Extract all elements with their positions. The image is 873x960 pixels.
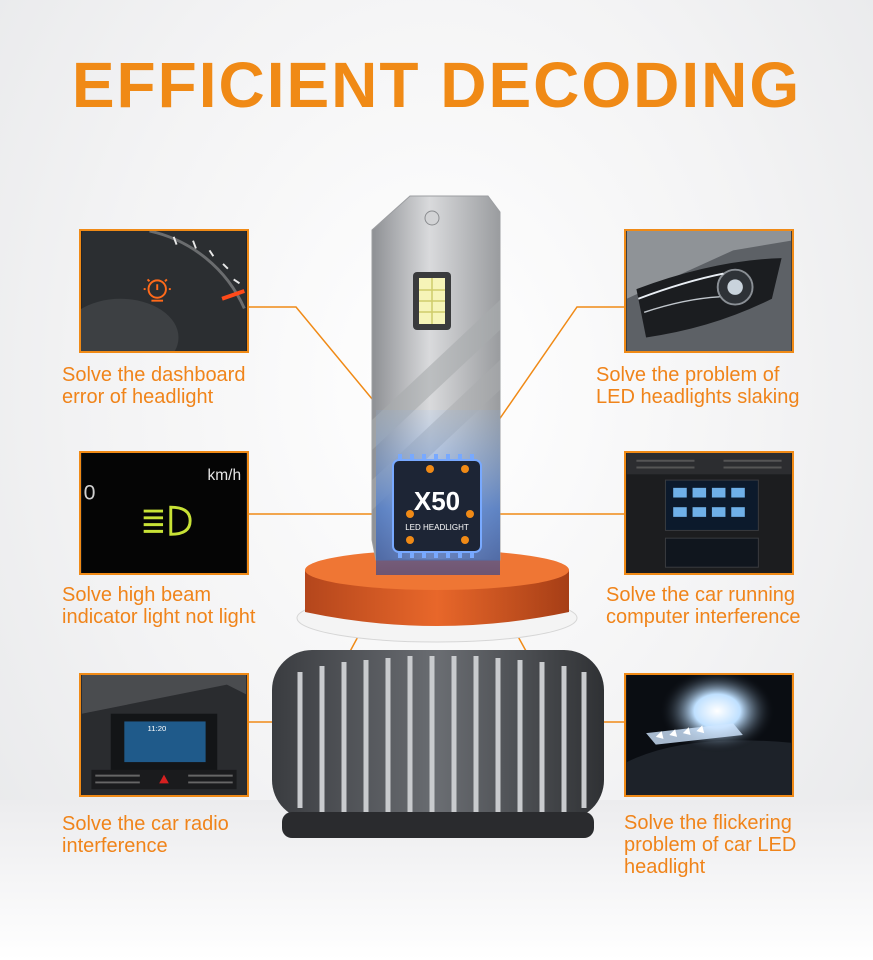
panel-car-radio: 11:20 (79, 673, 249, 797)
caption-high-beam: Solve high beam indicator light not ligh… (62, 584, 256, 628)
chip-brand: X50 (414, 486, 460, 516)
led-headlight-beam-icon (626, 675, 792, 795)
car-radio-icon: 11:20 (81, 675, 247, 795)
panel-high-beam: km/h 0 (79, 451, 249, 575)
page-title: EFFICIENT DECODING (71, 49, 802, 121)
dashboard-warning-icon (81, 231, 247, 351)
radio-time: 11:20 (148, 724, 167, 733)
panel-dashboard (79, 229, 249, 353)
caption-flickering: Solve the flickering problem of car LED … (624, 812, 797, 878)
panel-car-computer (624, 451, 794, 575)
panel-led-headlight (624, 673, 794, 797)
chip-subtitle: LED HEADLIGHT (405, 523, 469, 532)
speed-unit: km/h (208, 467, 242, 484)
heatsink (272, 650, 604, 838)
caption-led-slaking: Solve the problem of LED headlights slak… (596, 364, 800, 408)
high-beam-indicator-icon: km/h 0 (81, 453, 247, 573)
svg-text:0: 0 (84, 480, 96, 504)
caption-computer-interference: Solve the car running computer interfere… (606, 584, 801, 628)
headlight-icon (626, 231, 792, 351)
caption-car-radio: Solve the car radio interference (62, 813, 229, 857)
panel-headlight (624, 229, 794, 353)
caption-dashboard-error: Solve the dashboard error of headlight (62, 364, 246, 408)
car-computer-screen-icon (626, 453, 792, 573)
